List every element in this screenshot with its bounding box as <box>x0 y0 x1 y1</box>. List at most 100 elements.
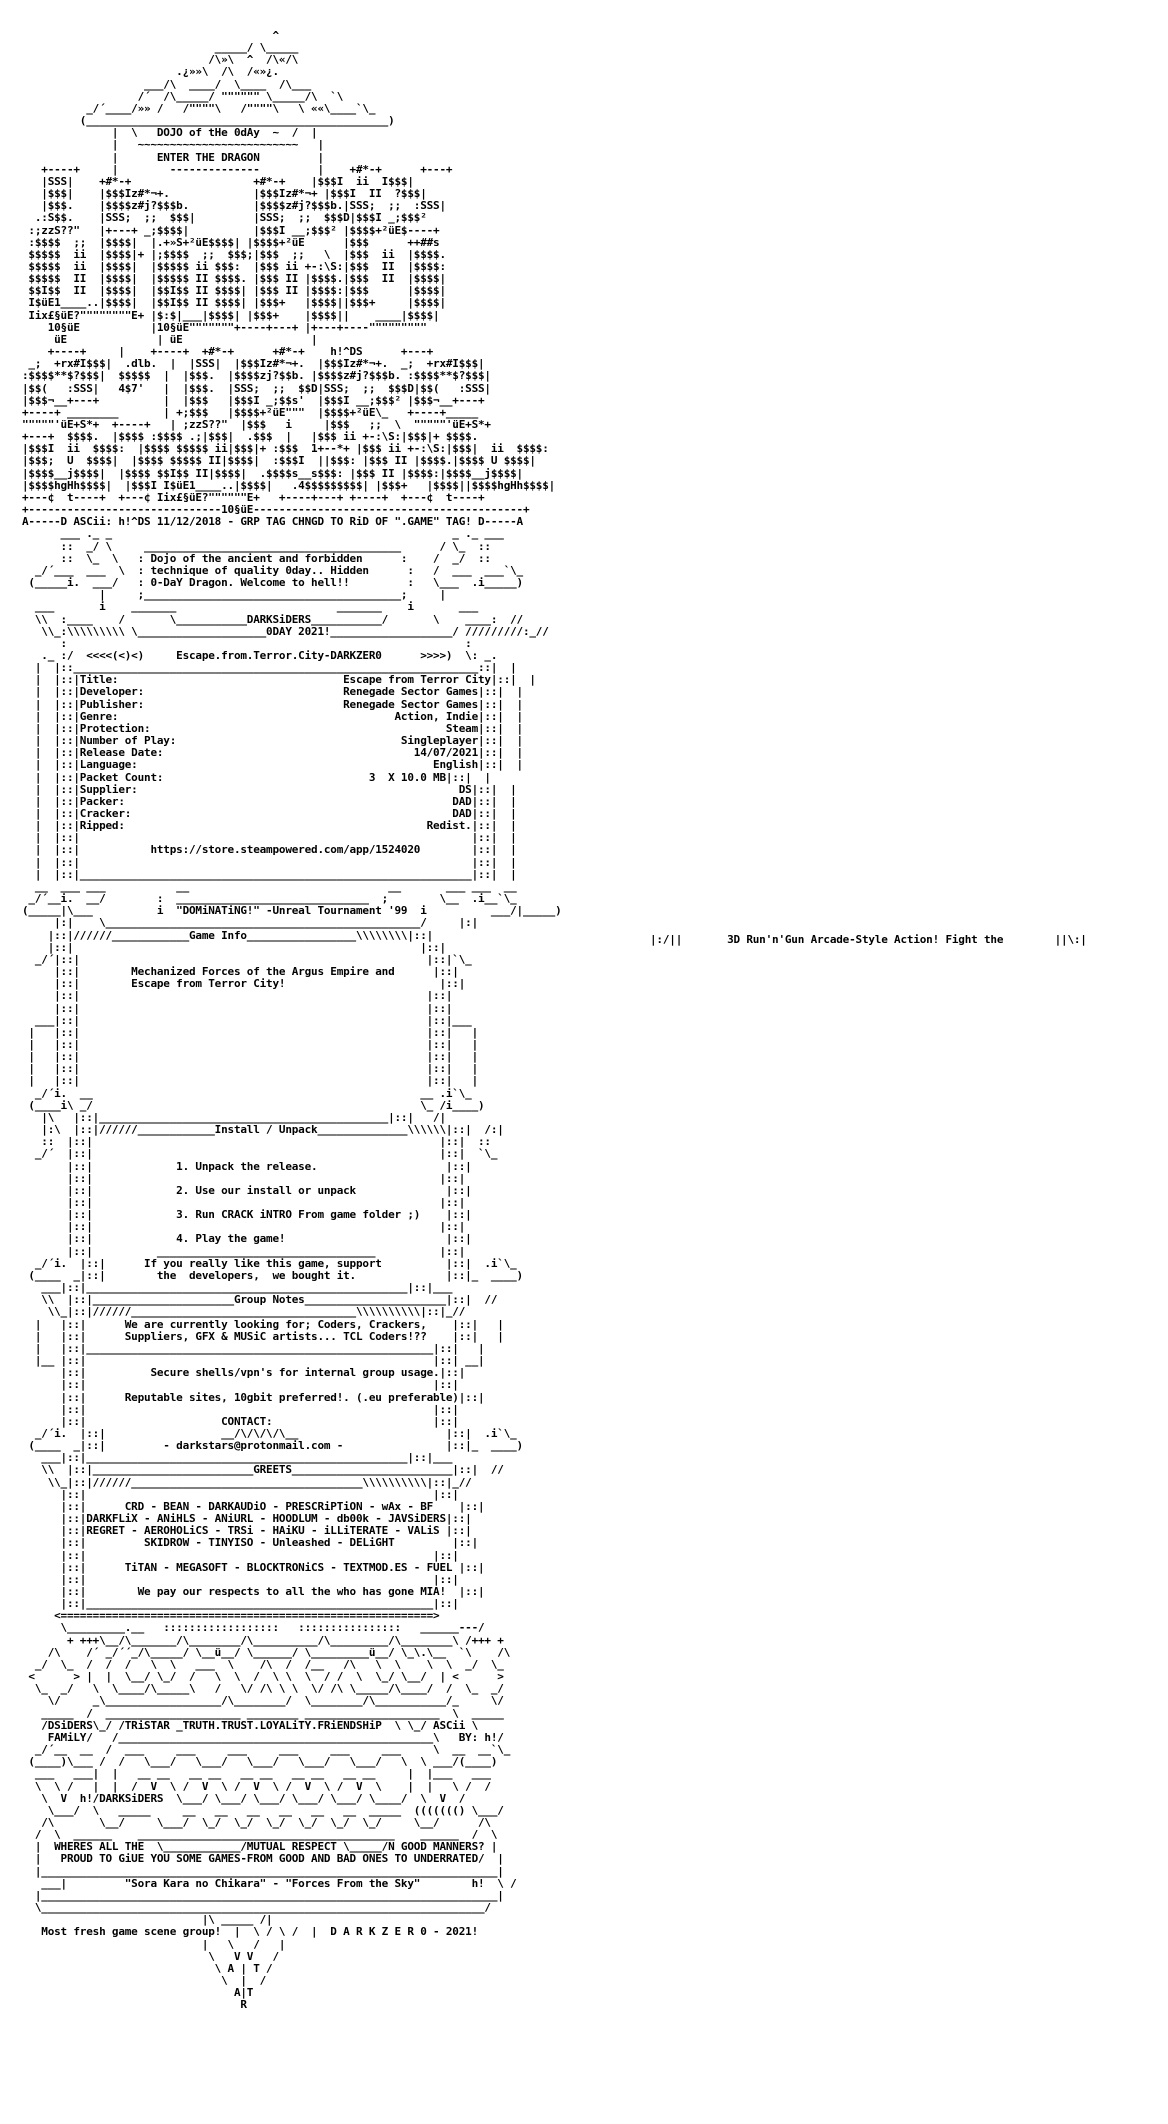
nfo-line: /\ \__/ \___/ \_/ \_/ \_/ \_/ \_/ \_/ \_… <box>22 1815 491 1829</box>
nfo-line: ___ i _______ _______ i ___ <box>22 600 479 614</box>
nfo-line: (____ _|::| the developers, we bought it… <box>22 1268 523 1282</box>
nfo-line: R <box>22 1998 247 2012</box>
nfo-ascii-art: ^ _____/ \_____ /\»\ ^ /\«/\ .¿»»\ /\ /«… <box>22 29 642 2012</box>
nfo-line: | |::| |::| | <box>22 855 517 869</box>
nfo-line: |::| 2. Use our install or unpack |::| <box>22 1183 472 1197</box>
nfo-line: (____ _|::| - darkstars@protonmail.com -… <box>22 1439 523 1453</box>
nfo-line: / \ ______ _____________________________… <box>22 1828 498 1842</box>
nfo-line: (____)\___ / / \___/ \___/ \___/ \___/ \… <box>22 1755 498 1769</box>
nfo-line: ___|::|_________________________________… <box>22 1281 453 1295</box>
nfo-line: |$$( :SSS| 4$7' | |$$$. |SSS; ;; $$D|SSS… <box>22 381 491 395</box>
nfo-line: ^ <box>22 29 279 42</box>
nfo-line: | |::|Protection: Steam|::| | <box>22 721 523 735</box>
nfo-line: |$$$. |$$$$z#j?$$$b. |$$$$z#j?$$$b.|SSS;… <box>22 199 446 213</box>
nfo-line: |::| |::| <box>22 1402 459 1416</box>
nfo-line: _/´__ __ / ___ ___ ___ ___ ___ ___ \ __ … <box>22 1743 511 1757</box>
nfo-line: $$$$$ ii |$$$$| |$$$$$ ii $$$: |$$$ ii +… <box>22 259 446 273</box>
nfo-line: (_______________________________________… <box>22 114 395 128</box>
nfo-line: | |::| |::| | <box>22 831 517 845</box>
nfo-line: +----+ | -------------- | +#*-+ +---+ <box>22 162 453 176</box>
nfo-line: _/´|::| |::|`\_ <box>22 952 472 966</box>
nfo-line: | |::|Packet Count: 3 X 10.0 MB|::| | <box>22 770 491 784</box>
nfo-line: |::| Reputable sites, 10gbit preferred!.… <box>22 1390 485 1404</box>
nfo-line: :: _/ \ ________________________________… <box>22 539 492 553</box>
nfo-line: \/ _\__________________/\________/ \____… <box>22 1694 504 1708</box>
nfo-line: _/´___ ___ \ : technique of quality 0day… <box>22 563 523 577</box>
overflow-line: |:/|| 3D Run'n'Gun Arcade-Style Action! … <box>650 933 1087 946</box>
nfo-line: ___| "Sora Kara no Chikara" - "Forces Fr… <box>22 1876 517 1890</box>
nfo-line: | |::| |::| | <box>22 1074 479 1088</box>
nfo-line: """""'üE+S*+ +----+ | ;zzS??" |$$$ i |$$… <box>22 418 491 431</box>
nfo-line: _/´i. |::| __/\/\/\/\__ |::| .i`\_ <box>22 1426 517 1440</box>
nfo-line: |$$$$hgHh$$$$| |$$$I I$üE1____..|$$$$| .… <box>22 478 556 492</box>
nfo-line: I$üE1____..|$$$$| |$$I$$ II $$$$| |$$$+ … <box>22 296 446 310</box>
nfo-line: $$$$$ II |$$$$| |$$$$$ II $$$$. |$$$ II … <box>22 272 446 286</box>
nfo-line: |\ |::|_________________________________… <box>22 1110 446 1124</box>
nfo-line: \\_|::|//////___________________________… <box>22 1475 472 1489</box>
nfo-line: |::| 3. Run CRACK iNTRO From game folder… <box>22 1208 472 1222</box>
nfo-line: +---+ $$$$. |$$$$ :$$$$ .;|$$$| .$$$ | |… <box>22 430 479 444</box>
nfo-line: :;zzS??" |+---+ _;$$$$| |$$$I __;$$$² |$… <box>22 223 440 237</box>
nfo-line: \\_|::|//////___________________________… <box>22 1305 466 1319</box>
nfo-line: |::|DARKFLiX - ANiHLS - ANiURL - HOODLUM… <box>22 1512 472 1526</box>
nfo-line: | |::| Suppliers, GFX & MUSiC artists...… <box>22 1329 504 1343</box>
nfo-line: |$$$| |$$$Iz#*¬+. |$$$Iz#*¬+ |$$$I II ?$… <box>22 187 427 201</box>
nfo-line: | WHERES ALL THE \____________/MUTUAL RE… <box>22 1840 498 1854</box>
nfo-line: |::| |::| <box>22 1171 466 1185</box>
nfo-line: :: \_ \ : Dojo of the ancient and forbid… <box>22 551 492 565</box>
nfo-line: +---¢ t----+ +---¢ Iix£§üE?""""""E+ +---… <box>22 490 485 504</box>
nfo-line: \___/ \ _____ __ __ __ __ __ __ _____ ((… <box>22 1803 504 1817</box>
nfo-line: |::| Mechanized Forces of the Argus Empi… <box>22 965 459 979</box>
nfo-line: :: |::| |::| :: <box>22 1135 491 1149</box>
nfo-line: ___/\ ____/ \____ /\___ <box>22 77 312 91</box>
nfo-line: _/ \_ / / / \ \ ___ \ /\ / /__ /\ \ \ \ … <box>22 1657 504 1671</box>
nfo-line: |$$$¬__+---+ | |$$$ |$$$I _;$$s' |$$$I _… <box>22 393 485 407</box>
nfo-line: | \ / | <box>22 1937 286 1951</box>
nfo-line: __ ___ ___ __ __ ___ ___ __ <box>22 879 517 893</box>
nfo-line: A-----D ASCii: h!^DS 11/12/2018 - GRP TA… <box>22 515 523 529</box>
nfo-line: 10§üE |10§üE"""""""+----+---+ |+---+----… <box>22 320 427 334</box>
nfo-line: | ENTER THE DRAGON | <box>22 150 324 164</box>
nfo-line: _/´i. |::| If you really like this game,… <box>22 1256 517 1270</box>
nfo-line: _____/ \_____ <box>22 41 299 55</box>
nfo-line: |::| |::| <box>22 1220 466 1234</box>
nfo-line: |::| CONTACT: |::| <box>22 1414 459 1428</box>
nfo-line: _/´__i. __/ : __________________________… <box>22 892 517 906</box>
nfo-line: +------------------------------10§üE----… <box>22 503 530 517</box>
nfo-line: |::| 1. Unpack the release. |::| <box>22 1159 472 1173</box>
nfo-line: $$I$$ II |$$$$| |$$I$$ II $$$$| |$$$ II … <box>22 284 446 298</box>
nfo-line: Most fresh game scene group! | \ / \ / |… <box>22 1925 479 1939</box>
nfo-line: _/´____/»» / /""""\ /""""\ \ ««\____`\_ <box>22 101 376 115</box>
nfo-line: \_________.__ :::::::::::::::::: :::::::… <box>22 1621 485 1635</box>
nfo-line: (_____i. ___/ : 0-DaY Dragon. Welcome to… <box>22 576 523 590</box>
nfo-line: | |::| We are currently looking for; Cod… <box>22 1317 504 1331</box>
nfo-line: ___|::| |::|___ <box>22 1013 472 1027</box>
nfo-line: .¿»»\ /\ /«»¿. <box>22 65 279 79</box>
nfo-line: :$$$$**$?$$$| $$$$$ | |$$$. |$$$$zj?$$b.… <box>22 369 491 383</box>
nfo-line: |$$$I ii $$$$: |$$$$ $$$$$ ii|$$$|+ :$$$… <box>22 442 549 456</box>
nfo-line: |__ |::| |::| __| <box>22 1354 485 1368</box>
nfo-line: < > | | \__/ \_/ / \ \ / \ \ \ / / \ \_/… <box>22 1670 504 1684</box>
nfo-line: |::| |::| <box>22 1196 466 1209</box>
nfo-line: +----+ | +----+ +#*-+ +#*-+ h!^DS +---+ <box>22 345 434 359</box>
nfo-line: \ V h!/DARKSiDERS \___/ \___/ \___/ \___… <box>22 1791 466 1805</box>
nfo-line: |::| CRD - BEAN - DARKAUDiO - PRESCRiPTi… <box>22 1499 485 1513</box>
nfo-line: |::| SKIDROW - TINYISO - Unleashed - DEL… <box>22 1536 479 1550</box>
nfo-line: |::|____________________________________… <box>22 1597 459 1611</box>
nfo-line: |::| |::| <box>22 1548 459 1562</box>
nfo-line: : : <box>22 636 472 650</box>
nfo-line: \\ |::|_________________________GREETS__… <box>22 1463 504 1477</box>
nfo-line: A|T <box>22 1986 254 2000</box>
nfo-line: _/´i. __ __ .i`\_ <box>22 1086 472 1100</box>
nfo-line: | |::|Supplier: DS|::| | <box>22 782 517 796</box>
nfo-line: .:S$$. |SSS; ;; $$$| |SSS; ;; $$$D|$$$I … <box>22 211 427 225</box>
nfo-line: \_______________________________________… <box>22 1901 491 1915</box>
nfo-line: ___|::|_________________________________… <box>22 1451 453 1465</box>
nfo-line: |::| TiTAN - MEGASOFT - BLOCKTRONiCS - T… <box>22 1560 485 1574</box>
nfo-line: (_____|\___ i "DOMiNATiNG!" -Unreal Tour… <box>22 904 562 918</box>
nfo-line: |::| |::| <box>22 1487 459 1501</box>
nfo-line: |::| |::| <box>22 1001 453 1015</box>
nfo-line: |::| |::| <box>22 940 446 954</box>
nfo-line: | |::___________________________________… <box>22 661 517 675</box>
nfo-line: \_ _/ \ \____/\_____\ / \/ /\ \ \ \/ /\ … <box>22 1682 504 1696</box>
